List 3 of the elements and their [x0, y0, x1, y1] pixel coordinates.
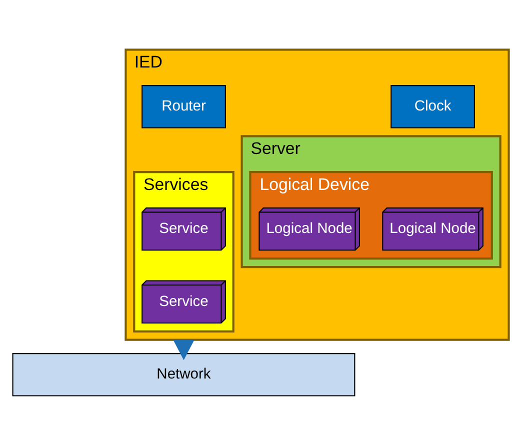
node-box: Router	[142, 84, 226, 128]
node-box: Network	[12, 352, 356, 396]
node-box: Clock	[390, 84, 475, 128]
